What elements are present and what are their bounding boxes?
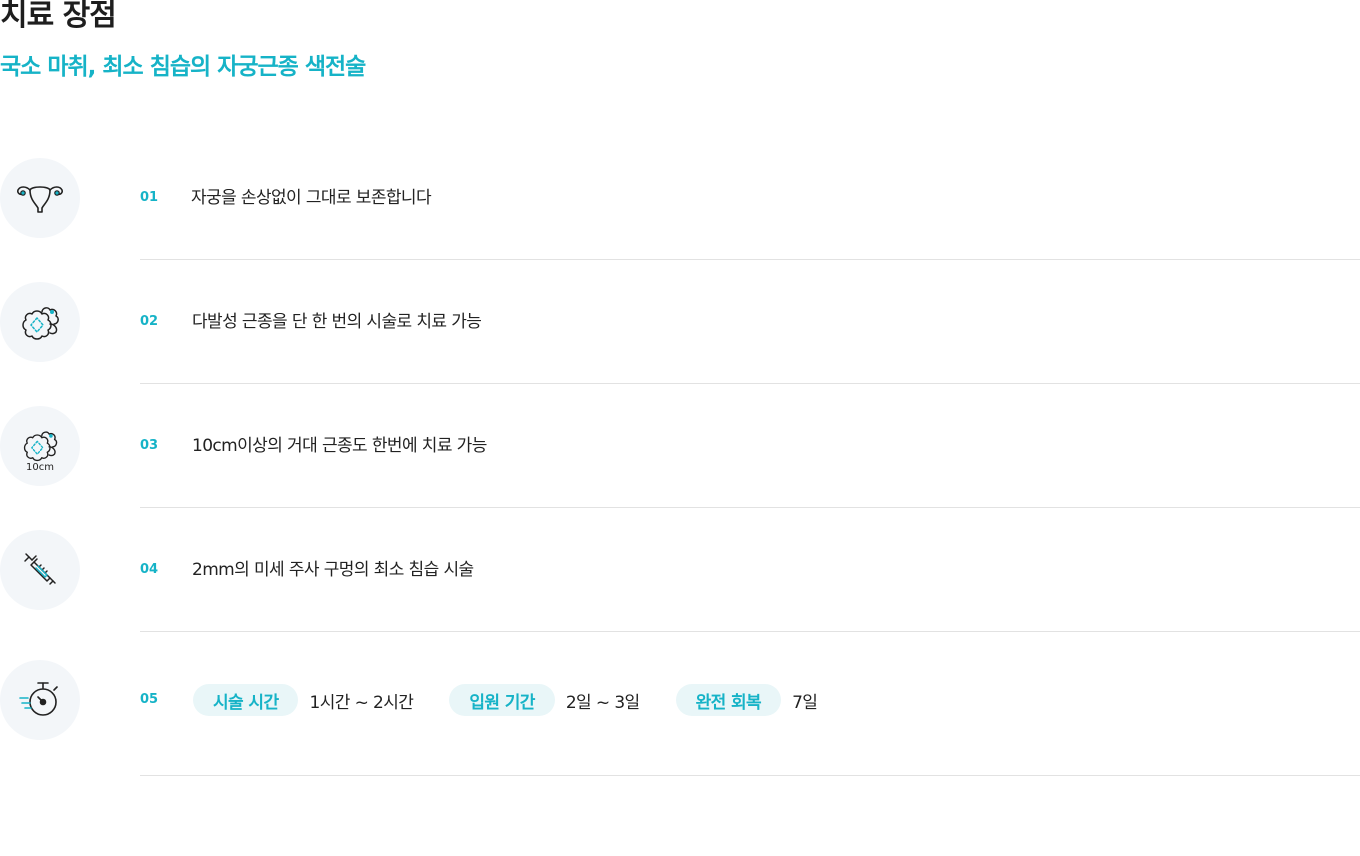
benefit-number: 04 [140,562,159,577]
full-recovery-value: 7일 [792,692,818,713]
divider [140,259,1360,260]
divider [140,507,1360,508]
syringe-icon [0,530,80,610]
benefit-text: 10cm이상의 거대 근종도 한번에 치료 가능 [192,436,487,456]
benefit-number: 02 [140,314,159,329]
benefit-row-3: 10cm 03 10cm이상의 거대 근종도 한번에 치료 가능 [0,384,1360,508]
benefit-list: 01 자궁을 손상없이 그대로 보존합니다 02 다발성 근종을 단 한 번의 … [0,136,1360,776]
stopwatch-icon [0,660,80,740]
benefit-row-5: 05 시술 시간 1시간 ~ 2시간 입원 기간 2일 ~ 3일 완전 회복 7… [0,632,1360,776]
benefit-row-4: 04 2mm의 미세 주사 구멍의 최소 침습 시술 [0,508,1360,632]
divider [140,775,1360,776]
uterus-icon [0,158,80,238]
divider [140,383,1360,384]
benefit-text: 자궁을 손상없이 그대로 보존합니다 [191,188,432,208]
hospital-stay-value: 2일 ~ 3일 [565,692,640,713]
benefit-text: 2mm의 미세 주사 구멍의 최소 침습 시술 [192,560,474,580]
benefit-row-2: 02 다발성 근종을 단 한 번의 시술로 치료 가능 [0,260,1360,384]
benefit-number: 05 [140,692,159,707]
benefit-number: 01 [140,190,159,205]
divider [140,631,1360,632]
procedure-time-badge: 시술 시간 [193,684,299,716]
page-subtitle: 국소 마취, 최소 침습의 자궁근종 색전술 [0,54,366,80]
benefit-number: 03 [140,438,159,453]
large-fibroid-icon: 10cm [0,406,80,486]
hospital-stay-badge: 입원 기간 [449,684,555,716]
page-title: 치료 장점 [0,0,117,33]
treatment-summary: 시술 시간 1시간 ~ 2시간 입원 기간 2일 ~ 3일 완전 회복 7일 [193,684,818,716]
procedure-time-value: 1시간 ~ 2시간 [309,692,414,713]
fibroid-cluster-icon [0,282,80,362]
benefit-row-1: 01 자궁을 손상없이 그대로 보존합니다 [0,136,1360,260]
benefit-text: 다발성 근종을 단 한 번의 시술로 치료 가능 [192,312,482,332]
size-label: 10cm [26,461,54,473]
full-recovery-badge: 완전 회복 [675,684,782,716]
